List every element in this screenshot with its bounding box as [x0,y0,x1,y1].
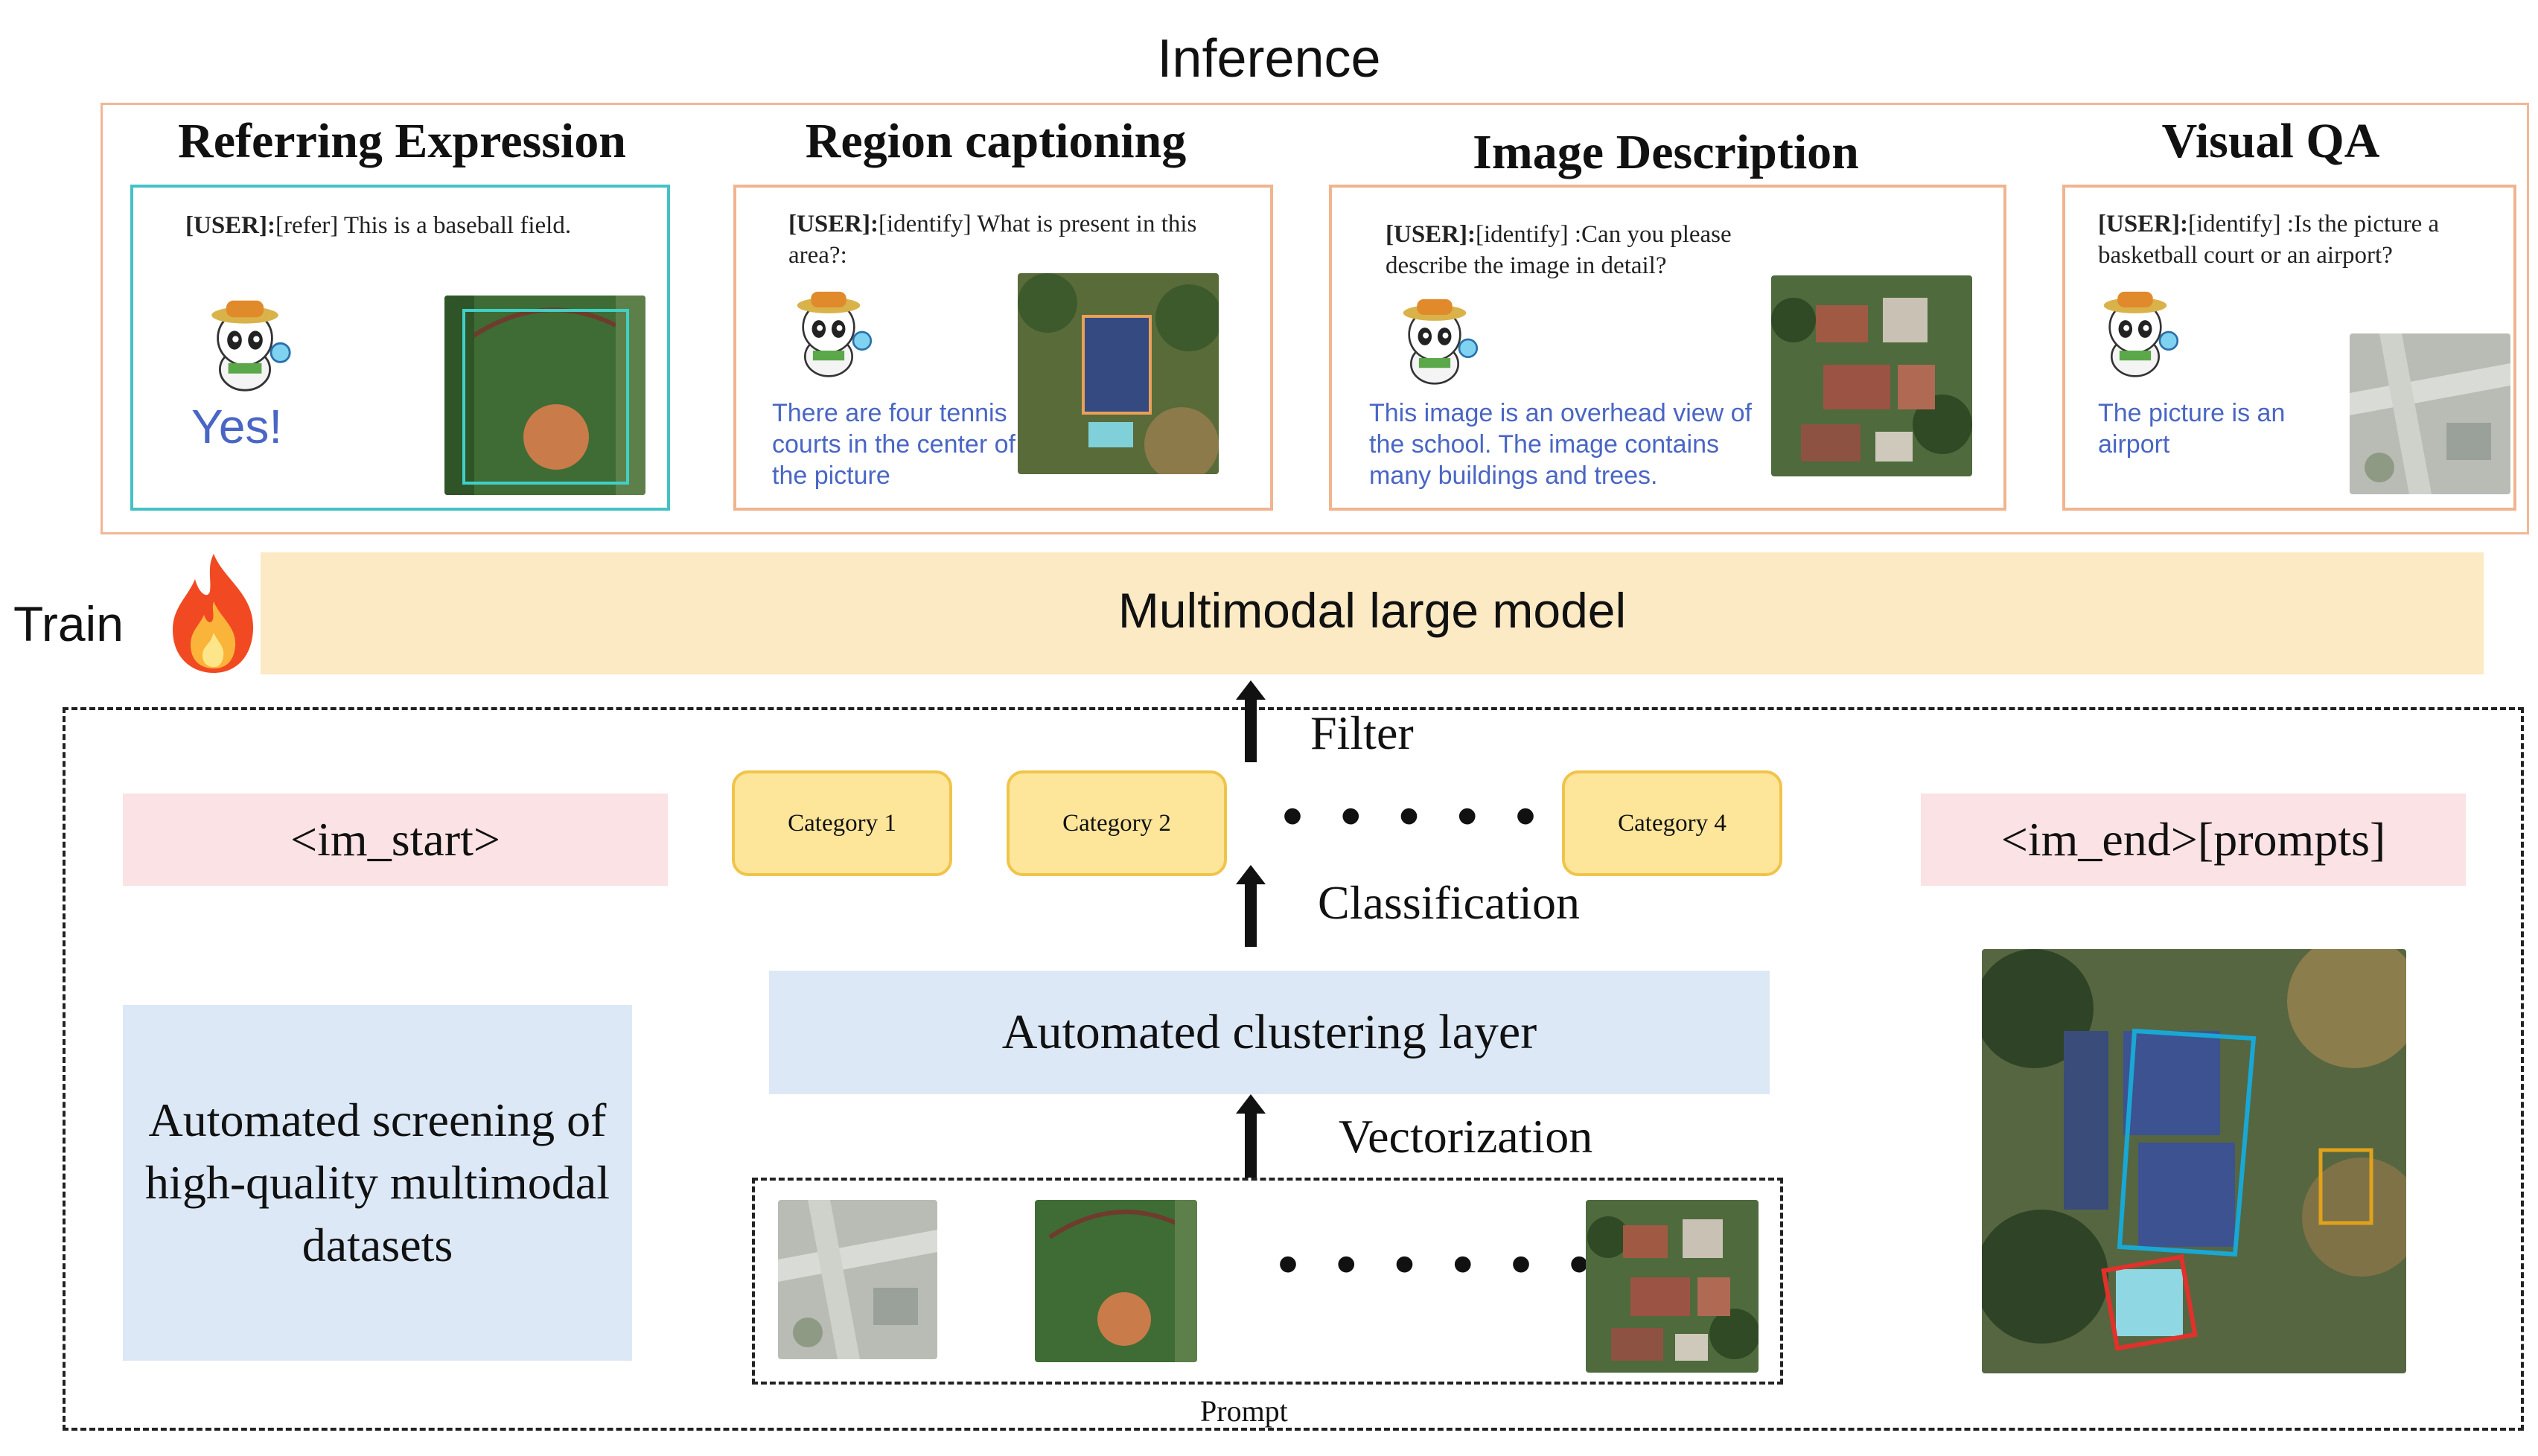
panel-title-image-description: Image Description [1473,125,1859,179]
answer-text: There are four tennis courts in the cent… [772,399,1015,490]
airport-image [2350,333,2510,494]
baseball-field-image [444,296,645,495]
prompt-images-box [752,1178,1783,1385]
filter-arrow-icon [1236,680,1266,766]
panda-mascot-icon [2086,280,2184,382]
tennis-courts-image [1018,273,1219,474]
visual-qa-card: [USER]:[identify] :Is the picture a bask… [2062,185,2516,511]
user-prompt: [USER]:[refer] This is a baseball field. [185,212,572,239]
multimodal-model-label: Multimodal large model [1117,583,1627,638]
category-ellipsis: • • • • • • [1282,782,1605,849]
inference-title: Inference [1157,29,1381,89]
panda-mascot-icon [779,280,878,382]
prompt-label: Prompt [1200,1394,1288,1428]
inference-box [101,103,2529,534]
answer-text: The picture is an airport [2098,399,2286,459]
image-description-card: [USER]:[identify] :Can you please descri… [1329,185,2006,511]
referring-expression-card: [USER]:[refer] This is a baseball field.… [130,185,670,511]
screening-box: Automated screening of high-quality mult… [123,1005,632,1361]
baseball-field-image [1035,1200,1197,1362]
user-prompt: [USER]:[identify] What is present in thi… [788,211,1197,269]
category-box: Category 2 [1007,770,1227,876]
multimodal-model-bar [261,552,2484,674]
airport-image [778,1200,937,1359]
tennis-courts-aerial-image [1982,949,2406,1373]
panda-mascot-icon [1386,287,1484,389]
clustering-layer: Automated clustering layer [769,971,1770,1094]
image-ellipsis: • • • • • • [1278,1230,1601,1297]
answer-text: This image is an overhead view of the sc… [1369,399,1753,490]
category-box: Category 1 [732,770,952,876]
school-overhead-image [1771,275,1972,476]
answer-text: Yes! [191,400,283,453]
panel-title-referring-expression: Referring Expression [178,114,626,168]
panel-title-visual-qa: Visual QA [2161,114,2380,168]
data-pipeline-box [63,707,2524,1431]
im-start-token: <im_start> [123,794,668,886]
im-end-token: <im_end>[prompts] [1921,794,2466,886]
classification-label: Classification [1318,876,1580,929]
user-prompt: [USER]:[identify] :Can you please descri… [1386,221,1732,279]
school-overhead-image [1586,1200,1759,1373]
vectorization-arrow-icon [1236,1094,1266,1181]
filter-label: Filter [1310,706,1414,759]
train-label: Train [13,596,124,651]
classification-arrow-icon [1236,865,1266,951]
region-captioning-card: [USER]:[identify] What is present in thi… [733,185,1273,511]
panel-title-region-captioning: Region captioning [805,114,1187,168]
panda-mascot-icon [193,288,297,396]
vectorization-label: Vectorization [1339,1110,1593,1163]
fire-icon [165,549,262,680]
category-box: Category 4 [1562,770,1782,876]
user-prompt: [USER]:[identify] :Is the picture a bask… [2098,211,2440,269]
